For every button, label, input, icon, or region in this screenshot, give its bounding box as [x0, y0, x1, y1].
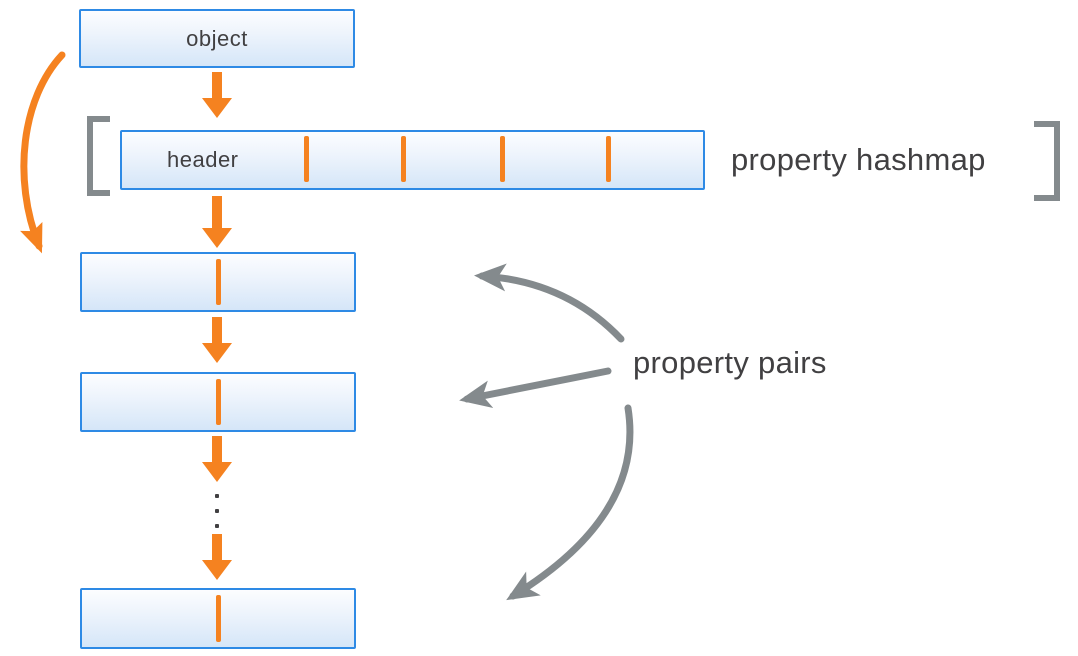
arrow-pair2-to-ellipsis — [202, 436, 232, 482]
property-pair-box-last — [80, 588, 356, 649]
hashmap-header-label: header — [167, 147, 239, 172]
hash-slot-divider — [401, 136, 406, 182]
pairs-caption: property pairs — [633, 345, 827, 380]
ellipsis-dot — [215, 509, 219, 513]
hash-slot-divider — [606, 136, 611, 182]
pair-divider — [216, 259, 221, 305]
arrow-caption-to-pair1 — [474, 263, 625, 343]
ellipsis-dot — [215, 524, 219, 528]
arrow-object-to-header — [202, 72, 232, 118]
ellipsis-dot — [215, 494, 219, 498]
arrow-pair1-to-pair2 — [202, 317, 232, 363]
object-box-label: object — [186, 25, 248, 51]
hashmap-bracket-left — [87, 116, 110, 196]
pair-divider — [216, 595, 221, 642]
arrow-ellipsis-to-pair-last — [202, 534, 232, 580]
hash-slot-divider — [304, 136, 309, 182]
hashmap-bracket-right — [1034, 121, 1060, 201]
hashmap-header-box: header — [120, 130, 705, 190]
arrow-caption-to-pair-last — [506, 404, 634, 601]
property-pair-box-1 — [80, 252, 356, 312]
arrow-object-to-pairs-curved — [20, 51, 66, 254]
arrow-header-to-pair1 — [202, 196, 232, 248]
property-pair-box-2 — [80, 372, 356, 432]
pair-divider — [216, 379, 221, 425]
hash-slot-divider — [500, 136, 505, 182]
arrow-caption-to-pair2 — [459, 367, 612, 409]
hashmap-caption: property hashmap — [731, 142, 986, 177]
object-box: object — [79, 9, 355, 68]
